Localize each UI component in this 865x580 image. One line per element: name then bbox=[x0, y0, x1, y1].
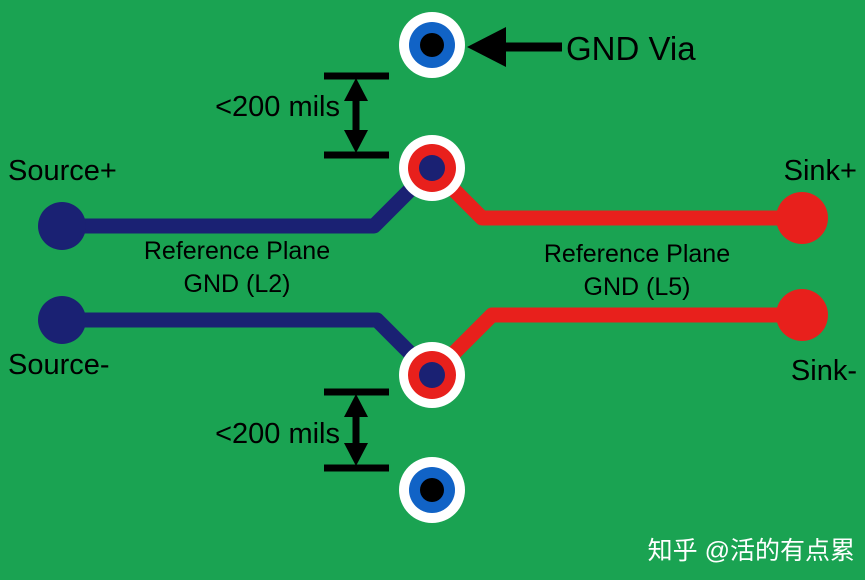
source-plus-pad bbox=[38, 202, 86, 250]
gnd-via-bottom bbox=[399, 457, 465, 523]
signal-via-plus-hole bbox=[419, 155, 445, 181]
top-spacing-label: <200 mils bbox=[215, 91, 340, 123]
sink-plus-pad bbox=[776, 192, 828, 244]
ref-plane-left-line1: Reference Plane bbox=[143, 237, 331, 265]
bottom-spacing-label: <200 mils bbox=[215, 418, 340, 450]
source-minus-label: Source- bbox=[8, 349, 110, 381]
sink-minus-pad bbox=[776, 289, 828, 341]
gnd-via-top-hole bbox=[420, 33, 444, 57]
gnd-via-top bbox=[399, 12, 465, 78]
zhihu-watermark: 知乎 @活的有点累 bbox=[647, 537, 855, 565]
signal-via-plus bbox=[399, 135, 465, 201]
pointer-arrow-head bbox=[467, 27, 506, 67]
sink-minus-label: Sink- bbox=[790, 355, 857, 387]
source-minus-pad bbox=[38, 296, 86, 344]
source-plus-trace bbox=[54, 160, 440, 234]
ref-plane-right-line1: Reference Plane bbox=[543, 240, 731, 268]
gnd-via-bottom-hole bbox=[420, 478, 444, 502]
gnd-via-label: GND Via bbox=[566, 30, 696, 67]
bottom-dimension-arrowhead-down bbox=[344, 443, 368, 466]
bottom-dimension-arrowhead-up bbox=[344, 394, 368, 417]
bottom-spacing-dimension bbox=[324, 388, 389, 472]
ref-plane-left-line2: GND (L2) bbox=[183, 270, 291, 298]
top-dimension-arrowhead-down bbox=[344, 130, 368, 153]
signal-via-minus bbox=[399, 342, 465, 408]
ref-plane-right-line2: GND (L5) bbox=[583, 273, 691, 301]
signal-via-minus-hole bbox=[419, 362, 445, 388]
sink-plus-label: Sink+ bbox=[783, 155, 857, 187]
source-plus-label: Source+ bbox=[8, 155, 117, 187]
top-spacing-dimension bbox=[324, 72, 389, 159]
gnd-via-pointer-arrow bbox=[467, 27, 562, 67]
source-minus-trace bbox=[54, 312, 440, 383]
top-dimension-arrowhead-up bbox=[344, 78, 368, 101]
